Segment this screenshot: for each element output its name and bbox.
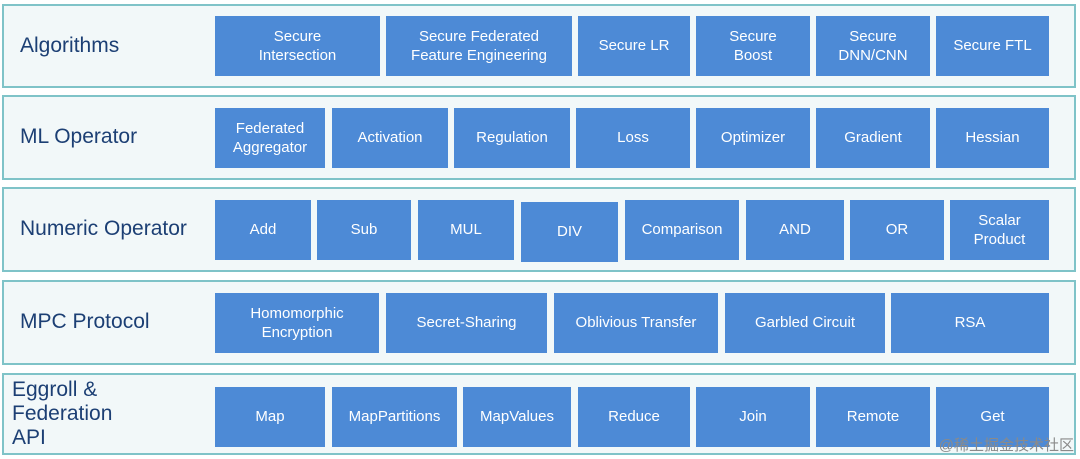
ml-hessian: Hessian xyxy=(936,108,1049,168)
ml-gradient: Gradient xyxy=(816,108,930,168)
layer-label: Eggroll & Federation API xyxy=(12,377,113,450)
algo-secure-lr: Secure LR xyxy=(578,16,690,76)
api-remote: Remote xyxy=(816,387,930,447)
ml-loss: Loss xyxy=(576,108,690,168)
layer-eggroll-federation-api: Eggroll & Federation API Map MapPartitio… xyxy=(2,373,1076,455)
api-get: Get xyxy=(936,387,1049,447)
watermark: @稀土掘金技术社区 xyxy=(938,437,1074,454)
layer-label: ML Operator xyxy=(20,125,138,149)
num-sub: Sub xyxy=(317,200,411,260)
api-reduce: Reduce xyxy=(578,387,690,447)
algo-secure-federated-feature-engineering: Secure Federated Feature Engineering xyxy=(386,16,572,76)
layer-mpc-protocol: MPC Protocol Homomorphic Encryption Secr… xyxy=(2,280,1076,365)
mpc-rsa: RSA xyxy=(891,293,1049,353)
num-and: AND xyxy=(746,200,844,260)
layer-label: Numeric Operator xyxy=(20,217,187,241)
algo-secure-ftl: Secure FTL xyxy=(936,16,1049,76)
api-mappartitions: MapPartitions xyxy=(332,387,457,447)
layer-label: MPC Protocol xyxy=(20,310,150,334)
num-div: DIV xyxy=(521,202,618,262)
layer-algorithms: Algorithms Secure Intersection Secure Fe… xyxy=(2,4,1076,88)
num-scalar-product: Scalar Product xyxy=(950,200,1049,260)
algo-secure-intersection: Secure Intersection xyxy=(215,16,380,76)
ml-regulation: Regulation xyxy=(454,108,570,168)
api-map: Map xyxy=(215,387,325,447)
algo-secure-boost: Secure Boost xyxy=(696,16,810,76)
ml-activation: Activation xyxy=(332,108,448,168)
ml-optimizer: Optimizer xyxy=(696,108,810,168)
num-comparison: Comparison xyxy=(625,200,739,260)
ml-federated-aggregator: Federated Aggregator xyxy=(215,108,325,168)
num-or: OR xyxy=(850,200,944,260)
layer-label: Algorithms xyxy=(20,33,120,57)
algo-secure-dnn-cnn: Secure DNN/CNN xyxy=(816,16,930,76)
mpc-oblivious-transfer: Oblivious Transfer xyxy=(554,293,718,353)
mpc-garbled-circuit: Garbled Circuit xyxy=(725,293,885,353)
layer-ml-operator: ML Operator Federated Aggregator Activat… xyxy=(2,95,1076,180)
mpc-secret-sharing: Secret-Sharing xyxy=(386,293,547,353)
num-add: Add xyxy=(215,200,311,260)
api-mapvalues: MapValues xyxy=(463,387,571,447)
layer-numeric-operator: Numeric Operator Add Sub MUL DIV Compari… xyxy=(2,187,1076,272)
api-join: Join xyxy=(696,387,810,447)
num-mul: MUL xyxy=(418,200,514,260)
mpc-homomorphic-encryption: Homomorphic Encryption xyxy=(215,293,379,353)
